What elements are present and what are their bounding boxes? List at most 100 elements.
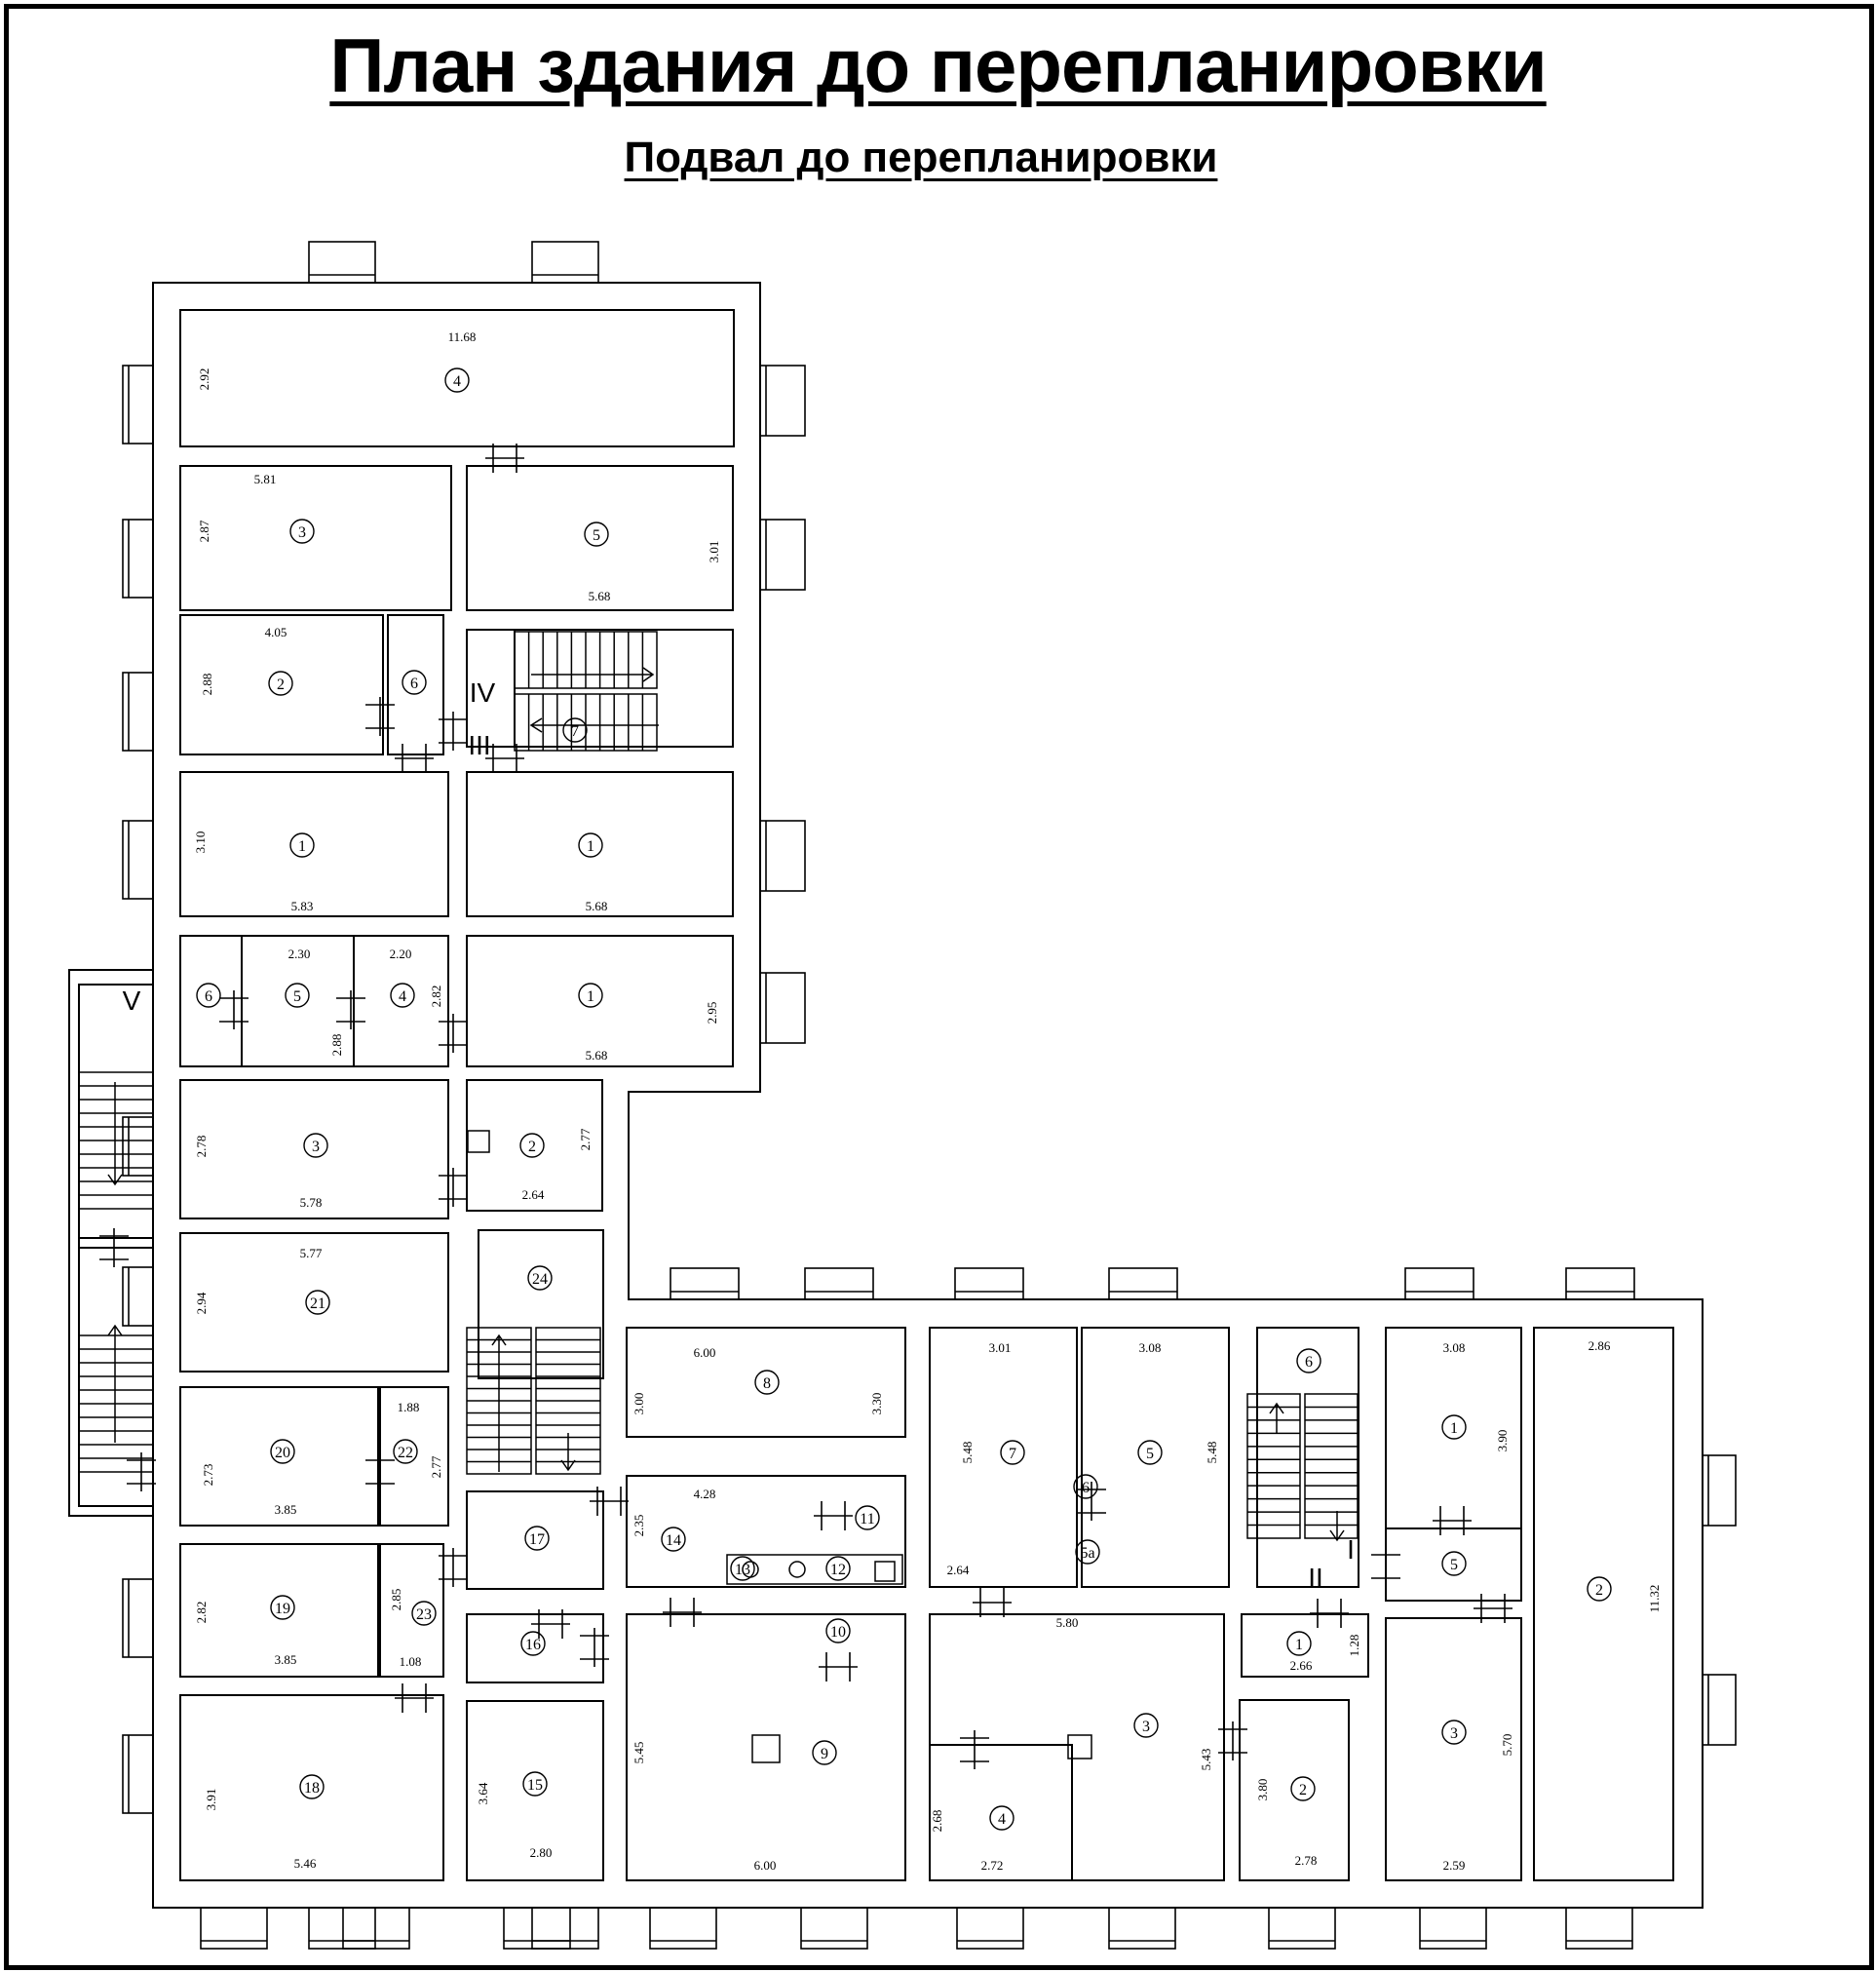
room-number: 24 <box>532 1271 548 1288</box>
room-number: 4 <box>998 1811 1006 1828</box>
room-number: 11 <box>860 1511 874 1527</box>
room-number: 6 <box>1305 1354 1313 1371</box>
dimension-label: 2.86 <box>1589 1338 1611 1353</box>
stair-label: I <box>1347 1534 1355 1565</box>
window <box>122 1116 154 1177</box>
room-number: 6 <box>1082 1480 1090 1496</box>
window <box>759 519 806 591</box>
window <box>800 1907 868 1950</box>
room-marker-circle <box>1587 1576 1612 1602</box>
room-number: 17 <box>529 1531 545 1548</box>
dimension-label: 2.78 <box>1295 1853 1318 1868</box>
dimension-label: 3.80 <box>1255 1779 1270 1801</box>
room-marker-circle <box>303 1133 328 1158</box>
windows <box>122 241 1737 1950</box>
stair-annex-wall <box>78 984 153 1507</box>
room-marker: 1 <box>1286 1631 1312 1656</box>
room-marker-circle <box>1290 1776 1316 1801</box>
room-number: 1 <box>298 838 306 855</box>
room-marker: 5 <box>285 983 310 1008</box>
window <box>804 1267 874 1300</box>
dimension-label: 2.35 <box>632 1515 646 1537</box>
room-marker: 1 <box>1441 1414 1467 1440</box>
room-marker-circle <box>1133 1713 1159 1738</box>
room-number: 2 <box>277 677 285 693</box>
staircases <box>78 631 1359 1763</box>
window <box>122 1578 154 1658</box>
window <box>342 1907 410 1950</box>
dimension-label: 2.88 <box>329 1034 344 1057</box>
room-number: 6 <box>410 676 418 692</box>
dimension-label: 5.43 <box>1199 1749 1213 1771</box>
room-marker: 3 <box>1441 1720 1467 1745</box>
room-number: 10 <box>830 1624 846 1641</box>
room-marker-circle <box>289 832 315 858</box>
room-marker: 1 <box>578 983 603 1008</box>
room-marker-circle <box>524 1526 550 1551</box>
room-marker: 6 <box>196 983 221 1008</box>
stair-arrow <box>529 717 659 733</box>
room-wall <box>1241 1613 1369 1678</box>
room-wall <box>466 935 734 1067</box>
room-marker: 6 <box>402 670 427 695</box>
dimension-label: 5.78 <box>300 1195 323 1210</box>
room-marker-circle <box>268 671 293 696</box>
dimension-label: 2.64 <box>522 1187 545 1202</box>
room-wall <box>179 771 449 917</box>
doors <box>99 444 1512 1769</box>
room-number: 23 <box>416 1606 432 1623</box>
stair-flight <box>1246 1393 1301 1539</box>
room-wall <box>626 1327 906 1438</box>
sink-fixture <box>788 1561 806 1578</box>
room-marker: 4 <box>989 1805 1015 1831</box>
dimension-label: 2.87 <box>197 520 211 542</box>
room-number: 4 <box>399 988 406 1005</box>
room-marker: 8 <box>754 1370 780 1395</box>
room-wall <box>1081 1327 1230 1588</box>
window <box>122 365 154 445</box>
dimension-label: 1.88 <box>398 1400 420 1414</box>
window <box>531 1907 599 1950</box>
room-number: 3 <box>312 1139 320 1155</box>
room-number: 22 <box>398 1445 413 1461</box>
dimension-label: 4.28 <box>694 1487 716 1501</box>
room-marker: 21 <box>305 1290 330 1315</box>
room-marker: 6 <box>1073 1474 1098 1499</box>
room-marker: 12 <box>825 1556 851 1581</box>
window <box>956 1907 1024 1950</box>
window <box>122 1734 154 1814</box>
toilet-fixture <box>874 1561 896 1582</box>
dimension-label: 2.80 <box>530 1845 553 1860</box>
dimension-label: 2.72 <box>981 1858 1004 1873</box>
dimension-label: 5.81 <box>254 472 277 486</box>
room-number: 14 <box>666 1532 681 1549</box>
room-marker: 10 <box>825 1618 851 1643</box>
room-number: 5 <box>593 527 600 544</box>
window <box>1268 1907 1336 1950</box>
dimension-label: 2.73 <box>201 1464 215 1487</box>
room-wall <box>179 309 735 447</box>
room-number: 3 <box>298 524 306 541</box>
room-marker-circle <box>196 983 221 1008</box>
room-marker-circle <box>825 1618 851 1643</box>
dimension-label: 2.59 <box>1443 1858 1466 1873</box>
room-marker: 5 <box>1137 1440 1163 1465</box>
window <box>759 365 806 437</box>
room-wall <box>179 1694 444 1881</box>
dimension-label: 5.68 <box>586 899 608 913</box>
dimension-label: 6.00 <box>694 1345 716 1360</box>
room-number: 1 <box>587 838 594 855</box>
dimension-label: 5.48 <box>960 1442 975 1464</box>
room-marker: 13 <box>730 1556 755 1581</box>
room-number: 3 <box>1450 1725 1458 1742</box>
sanitary-block <box>726 1554 903 1585</box>
dimension-label: 5.46 <box>294 1856 317 1871</box>
room-wall <box>179 614 384 755</box>
room-marker-circle <box>989 1805 1015 1831</box>
dimension-label: 2.85 <box>389 1589 403 1611</box>
dimension-label: 3.08 <box>1139 1340 1162 1355</box>
dimension-label: 5.77 <box>300 1246 323 1260</box>
dimension-label: 2.30 <box>288 947 311 961</box>
column-box <box>1067 1734 1092 1759</box>
